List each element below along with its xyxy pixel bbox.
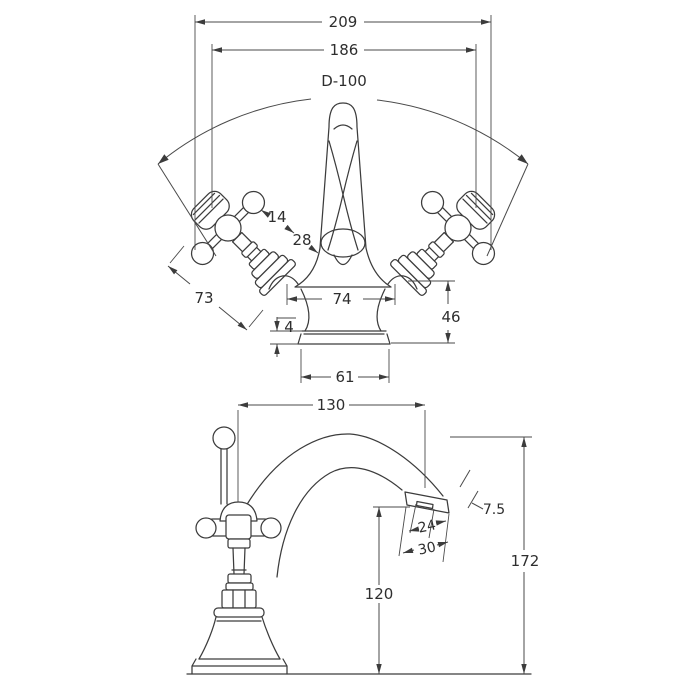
right-handle bbox=[390, 190, 496, 296]
stem-collar-2 bbox=[225, 582, 254, 591]
dim-spout-reach: 130 bbox=[237, 396, 426, 502]
tower-inner-arch bbox=[333, 124, 353, 130]
dim-handle-span-label: 186 bbox=[330, 41, 359, 59]
dim-aerator-face-label: 7.5 bbox=[483, 502, 505, 518]
cross-handle-right-ball bbox=[260, 517, 282, 539]
spout-side bbox=[245, 433, 450, 578]
dim-overall-height: 172 bbox=[450, 436, 540, 674]
stem-collar-1 bbox=[227, 573, 252, 584]
dim-plinth-height: 4 bbox=[270, 317, 302, 357]
left-handle-bottom-ball bbox=[190, 241, 215, 266]
dim-overall-width: 209 bbox=[194, 13, 492, 250]
left-mound-arc bbox=[268, 275, 299, 290]
nozzle bbox=[404, 491, 450, 514]
dim-handle-stem: 14 bbox=[260, 208, 295, 234]
spout-inner-curve bbox=[276, 466, 403, 578]
cross-handle-left-ball bbox=[195, 517, 217, 539]
tower-curve-1 bbox=[328, 140, 359, 251]
tower-curve-2 bbox=[327, 140, 358, 251]
hex-nut bbox=[221, 589, 257, 609]
dim-overall-height-label: 172 bbox=[511, 552, 540, 570]
trumpet-left bbox=[300, 288, 310, 332]
left-handle-collar bbox=[241, 241, 258, 258]
trumpet-side-left bbox=[198, 616, 217, 660]
popup-rod bbox=[212, 426, 236, 505]
dim-handle-length: 73 bbox=[167, 245, 264, 331]
aerator bbox=[415, 500, 434, 510]
dim-handle-span: 186 bbox=[211, 41, 477, 208]
tap-body-side bbox=[186, 501, 532, 675]
dim-body-width-label: 74 bbox=[332, 290, 351, 308]
dim-aerator-face: 7.5 bbox=[459, 469, 505, 518]
left-handle-top-ball bbox=[241, 190, 266, 215]
side-view: 130 7.5 24 30 bbox=[186, 396, 540, 675]
base-flange bbox=[213, 607, 265, 618]
dim-nozzle-outer-label: 30 bbox=[417, 539, 438, 558]
dim-spout-reach-label: 130 bbox=[317, 396, 346, 414]
dim-handle-base-label: 28 bbox=[292, 231, 311, 249]
dim-nozzle-outer: 30 bbox=[398, 506, 450, 563]
trumpet-side-right bbox=[261, 616, 281, 660]
cross-handle-hub bbox=[225, 514, 252, 540]
right-handle-top-ball bbox=[420, 190, 445, 215]
valve-bonnet bbox=[227, 538, 251, 549]
dim-plinth-height-label: 4 bbox=[284, 318, 294, 336]
dim-swivel-arc-label: D-100 bbox=[321, 72, 367, 90]
dim-plinth-width: 61 bbox=[300, 349, 390, 386]
dim-spout-height-label: 120 bbox=[365, 585, 394, 603]
left-handle bbox=[190, 190, 296, 296]
plinth-front bbox=[297, 333, 391, 345]
dim-plinth-width-label: 61 bbox=[335, 368, 354, 386]
dimension-lines-front: 209 186 D-100 bbox=[157, 13, 529, 386]
dim-handle-base: 28 bbox=[292, 231, 319, 254]
dim-body-height: 46 bbox=[391, 280, 461, 344]
tower-curve-3 bbox=[333, 254, 353, 266]
dim-nozzle-inner-label: 24 bbox=[417, 517, 438, 536]
right-mound-arc bbox=[387, 275, 418, 290]
dim-handle-length-label: 73 bbox=[194, 289, 213, 307]
popup-rod-ball bbox=[212, 426, 236, 450]
dim-spout-height: 120 bbox=[365, 506, 410, 674]
tower-ellipse bbox=[320, 228, 366, 258]
dim-overall-width-label: 209 bbox=[329, 13, 358, 31]
dimension-lines-side: 130 7.5 24 30 bbox=[237, 396, 540, 674]
dim-swivel-arc: D-100 bbox=[157, 72, 529, 257]
trumpet-right bbox=[376, 288, 386, 332]
right-handle-collar bbox=[428, 241, 445, 258]
plinth-side bbox=[191, 658, 288, 675]
dim-body-height-label: 46 bbox=[441, 308, 460, 326]
body-front bbox=[268, 102, 418, 345]
front-view: 209 186 D-100 bbox=[157, 13, 529, 386]
dim-handle-stem-label: 14 bbox=[267, 208, 286, 226]
spout-outer-curve bbox=[245, 433, 444, 507]
right-handle-bottom-ball bbox=[471, 241, 496, 266]
dim-body-width: 74 bbox=[286, 284, 396, 308]
dim-nozzle-inner: 24 bbox=[408, 503, 447, 539]
